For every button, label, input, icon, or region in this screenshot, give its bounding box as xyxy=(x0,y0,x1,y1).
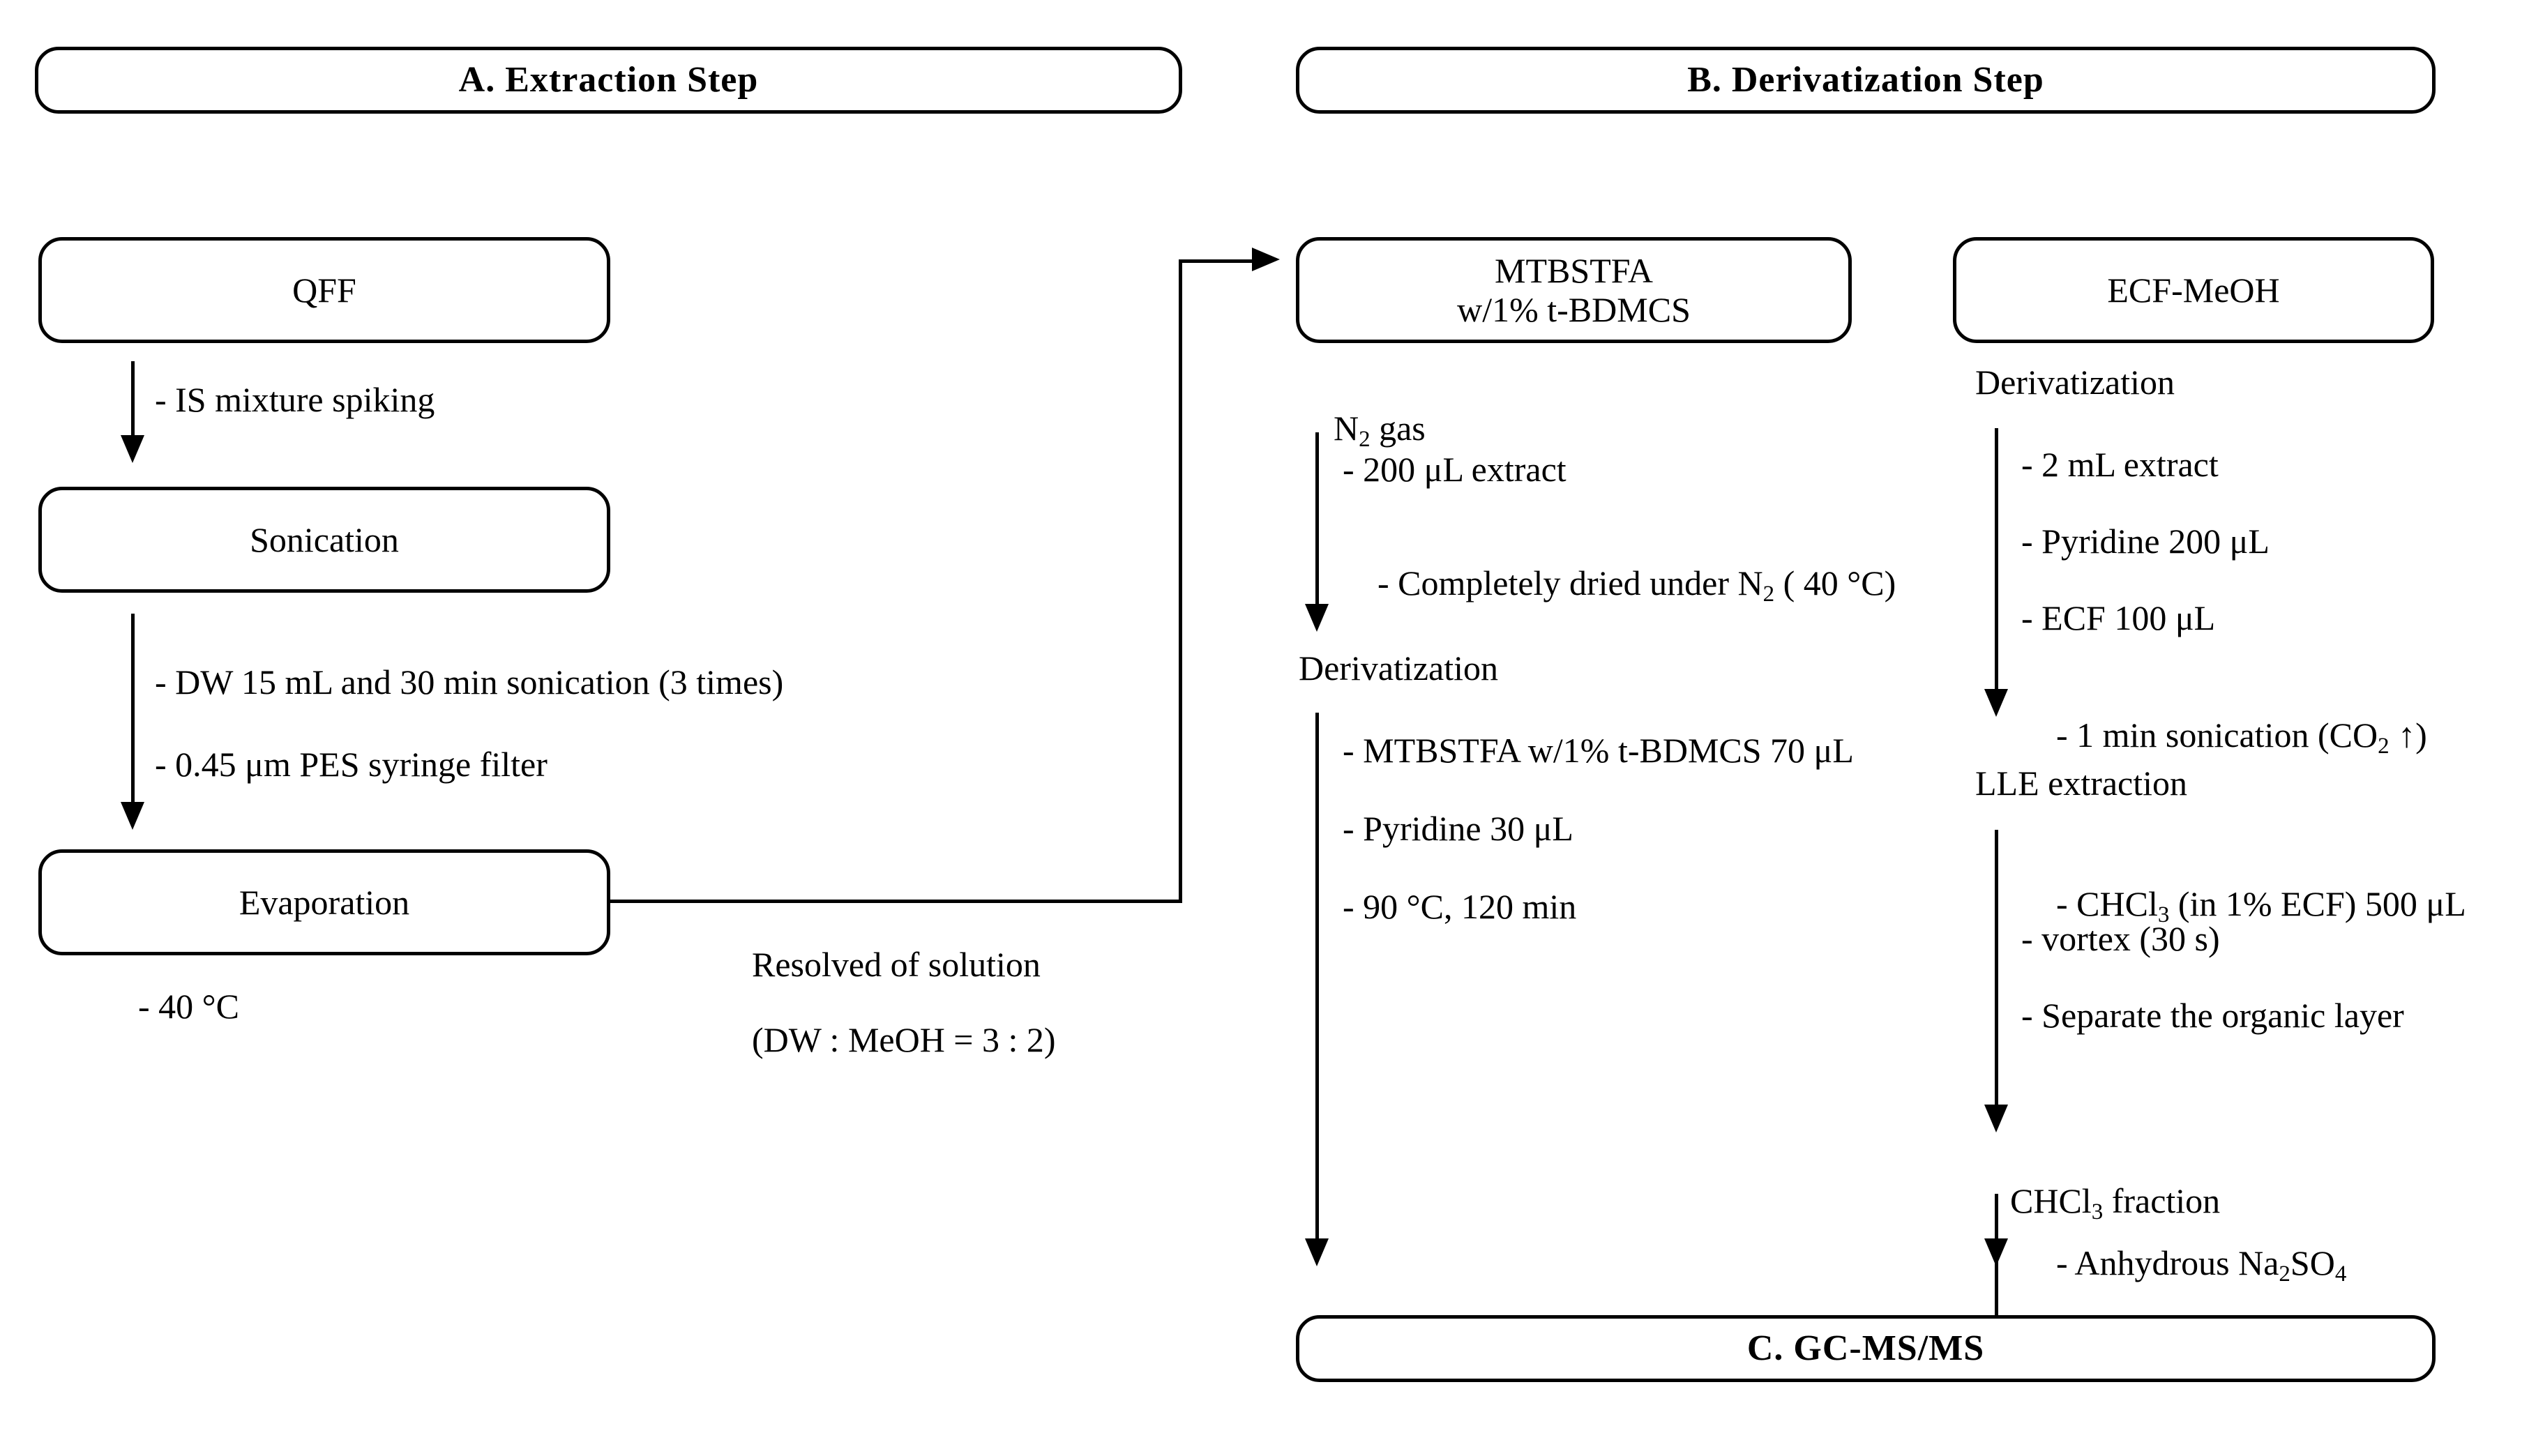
step-label-chcl3-500ul-post: (in 1% ECF) 500 μL xyxy=(2169,884,2466,923)
reagent-box-mtbstfa: MTBSTFA w/1% t-BDMCS xyxy=(1296,237,1852,343)
header-box-extraction-step: A. Extraction Step xyxy=(35,47,1182,114)
step-label-200ul-extract: - 200 μL extract xyxy=(1343,450,1567,489)
transfer-label-resolved-solution-line1: Resolved of solution xyxy=(752,945,1041,984)
group-heading-chcl3-fraction-subscript: 3 xyxy=(2091,1199,2104,1224)
connector-sonication-to-evaporation xyxy=(131,614,135,806)
connector-lle-extraction-group xyxy=(1995,830,1998,1109)
group-heading-chcl3-fraction-post: fraction xyxy=(2103,1181,2221,1220)
group-heading-chcl3-fraction: CHCl3 fraction xyxy=(1975,1141,2220,1266)
process-label-qff: QFF xyxy=(292,271,356,310)
connector-evaporation-to-mtbstfa-vertical xyxy=(1179,259,1182,903)
step-label-90c-120min: - 90 °C, 120 min xyxy=(1343,887,1577,926)
connector-n2-gas-group xyxy=(1315,432,1319,608)
step-label-evaporation-temp: - 40 °C xyxy=(138,987,239,1026)
step-label-completely-dried: - Completely dried under N2 ( 40 °C) xyxy=(1343,523,1896,648)
step-label-is-spiking: - IS mixture spiking xyxy=(155,380,435,419)
instrument-box-gc-msms: C. GC-MS/MS xyxy=(1296,1315,2436,1382)
arrowhead-sonication-to-evaporation xyxy=(121,802,144,830)
step-label-1min-sonication-post: ↑) xyxy=(2389,715,2427,754)
process-box-qff: QFF xyxy=(38,237,610,343)
process-box-evaporation: Evaporation xyxy=(38,849,610,955)
reagent-label-ecf-meoh: ECF-MeOH xyxy=(2107,271,2280,310)
arrowhead-derivatization-ecf-group xyxy=(1984,689,2008,717)
group-heading-derivatization-mtbstfa: Derivatization xyxy=(1299,649,1498,688)
arrowhead-evaporation-to-mtbstfa xyxy=(1252,248,1280,271)
step-label-completely-dried-pre: - Completely dried under N xyxy=(1377,563,1763,602)
step-label-completely-dried-post: ( 40 °C) xyxy=(1774,563,1896,602)
step-label-1min-sonication-pre: - 1 min sonication (CO xyxy=(2056,715,2378,754)
step-label-chcl3-500ul: - CHCl3 (in 1% ECF) 500 μL xyxy=(2021,844,2466,969)
step-label-ecf-100ul: - ECF 100 μL xyxy=(2021,598,2216,637)
arrowhead-chcl3-fraction-to-gcmsms xyxy=(1984,1238,2008,1266)
process-box-sonication: Sonication xyxy=(38,487,610,593)
step-label-vortex-30s: - vortex (30 s) xyxy=(2021,919,2220,958)
arrowhead-derivatization-mtbstfa-to-gcmsms xyxy=(1305,1238,1329,1266)
process-label-evaporation: Evaporation xyxy=(239,883,410,922)
step-label-2ml-extract: - 2 mL extract xyxy=(2021,445,2219,484)
group-heading-n2-gas: N2 gas xyxy=(1299,368,1426,493)
reagent-box-ecf-meoh: ECF-MeOH xyxy=(1953,237,2434,343)
step-label-anhydrous-na2so4-pre: - Anhydrous Na xyxy=(2056,1243,2279,1282)
arrowhead-n2-gas-group xyxy=(1305,604,1329,632)
step-label-chcl3-500ul-pre: - CHCl xyxy=(2056,884,2158,923)
step-label-pyridine-30ul: - Pyridine 30 μL xyxy=(1343,809,1573,848)
header-label-extraction-step: A. Extraction Step xyxy=(458,59,759,100)
group-heading-n2-gas-tail: gas xyxy=(1370,408,1426,448)
step-label-anhydrous-na2so4-subscript-1: 2 xyxy=(2279,1261,2290,1287)
group-heading-chcl3-fraction-pre: CHCl xyxy=(2010,1181,2092,1220)
step-label-separate-organic-layer: - Separate the organic layer xyxy=(2021,996,2404,1035)
step-label-completely-dried-subscript: 2 xyxy=(1762,581,1775,607)
header-box-derivatization-step: B. Derivatization Step xyxy=(1296,47,2436,114)
group-heading-n2-gas-subscript: 2 xyxy=(1359,426,1371,452)
connector-qff-to-sonication xyxy=(131,361,135,439)
step-label-pes-filter: - 0.45 μm PES syringe filter xyxy=(155,745,548,784)
connector-chcl3-fraction-to-gcmsms xyxy=(1995,1194,1998,1349)
transfer-label-resolved-solution-line2: (DW : MeOH = 3 : 2) xyxy=(752,1020,1056,1059)
connector-derivatization-mtbstfa-group xyxy=(1315,713,1319,1243)
step-label-chcl3-500ul-subscript: 3 xyxy=(2157,902,2170,927)
group-heading-n2-gas-base: N xyxy=(1334,408,1359,448)
reagent-label-mtbstfa-line1: MTBSTFA xyxy=(1495,251,1653,290)
step-label-1min-sonication: - 1 min sonication (CO2 ↑) xyxy=(2021,675,2427,800)
step-label-dw-sonication: - DW 15 mL and 30 min sonication (3 time… xyxy=(155,662,784,702)
step-label-anhydrous-na2so4-subscript-2: 4 xyxy=(2334,1261,2347,1287)
instrument-label-gc-msms: C. GC-MS/MS xyxy=(1746,1328,1985,1368)
connector-evaporation-to-mtbstfa-horizontal-upper xyxy=(1179,259,1255,263)
step-label-pyridine-200ul: - Pyridine 200 μL xyxy=(2021,522,2270,561)
step-label-anhydrous-na2so4: - Anhydrous Na2SO4 xyxy=(2021,1203,2346,1328)
connector-evaporation-to-mtbstfa-horizontal-lower xyxy=(610,900,1182,903)
header-label-derivatization-step: B. Derivatization Step xyxy=(1687,59,2044,100)
process-label-sonication: Sonication xyxy=(250,520,399,559)
step-label-mtbstfa-70ul: - MTBSTFA w/1% t-BDMCS 70 μL xyxy=(1343,731,1854,770)
group-heading-derivatization-ecf: Derivatization xyxy=(1975,363,2175,402)
connector-derivatization-ecf-group xyxy=(1995,428,1998,693)
step-label-1min-sonication-subscript: 2 xyxy=(2378,733,2390,759)
arrowhead-qff-to-sonication xyxy=(121,435,144,463)
group-heading-lle-extraction: LLE extraction xyxy=(1975,764,2188,803)
reagent-label-mtbstfa-line2: w/1% t-BDMCS xyxy=(1457,290,1691,329)
step-label-anhydrous-na2so4-mid: SO xyxy=(2290,1243,2335,1282)
arrowhead-lle-extraction-group xyxy=(1984,1105,2008,1132)
